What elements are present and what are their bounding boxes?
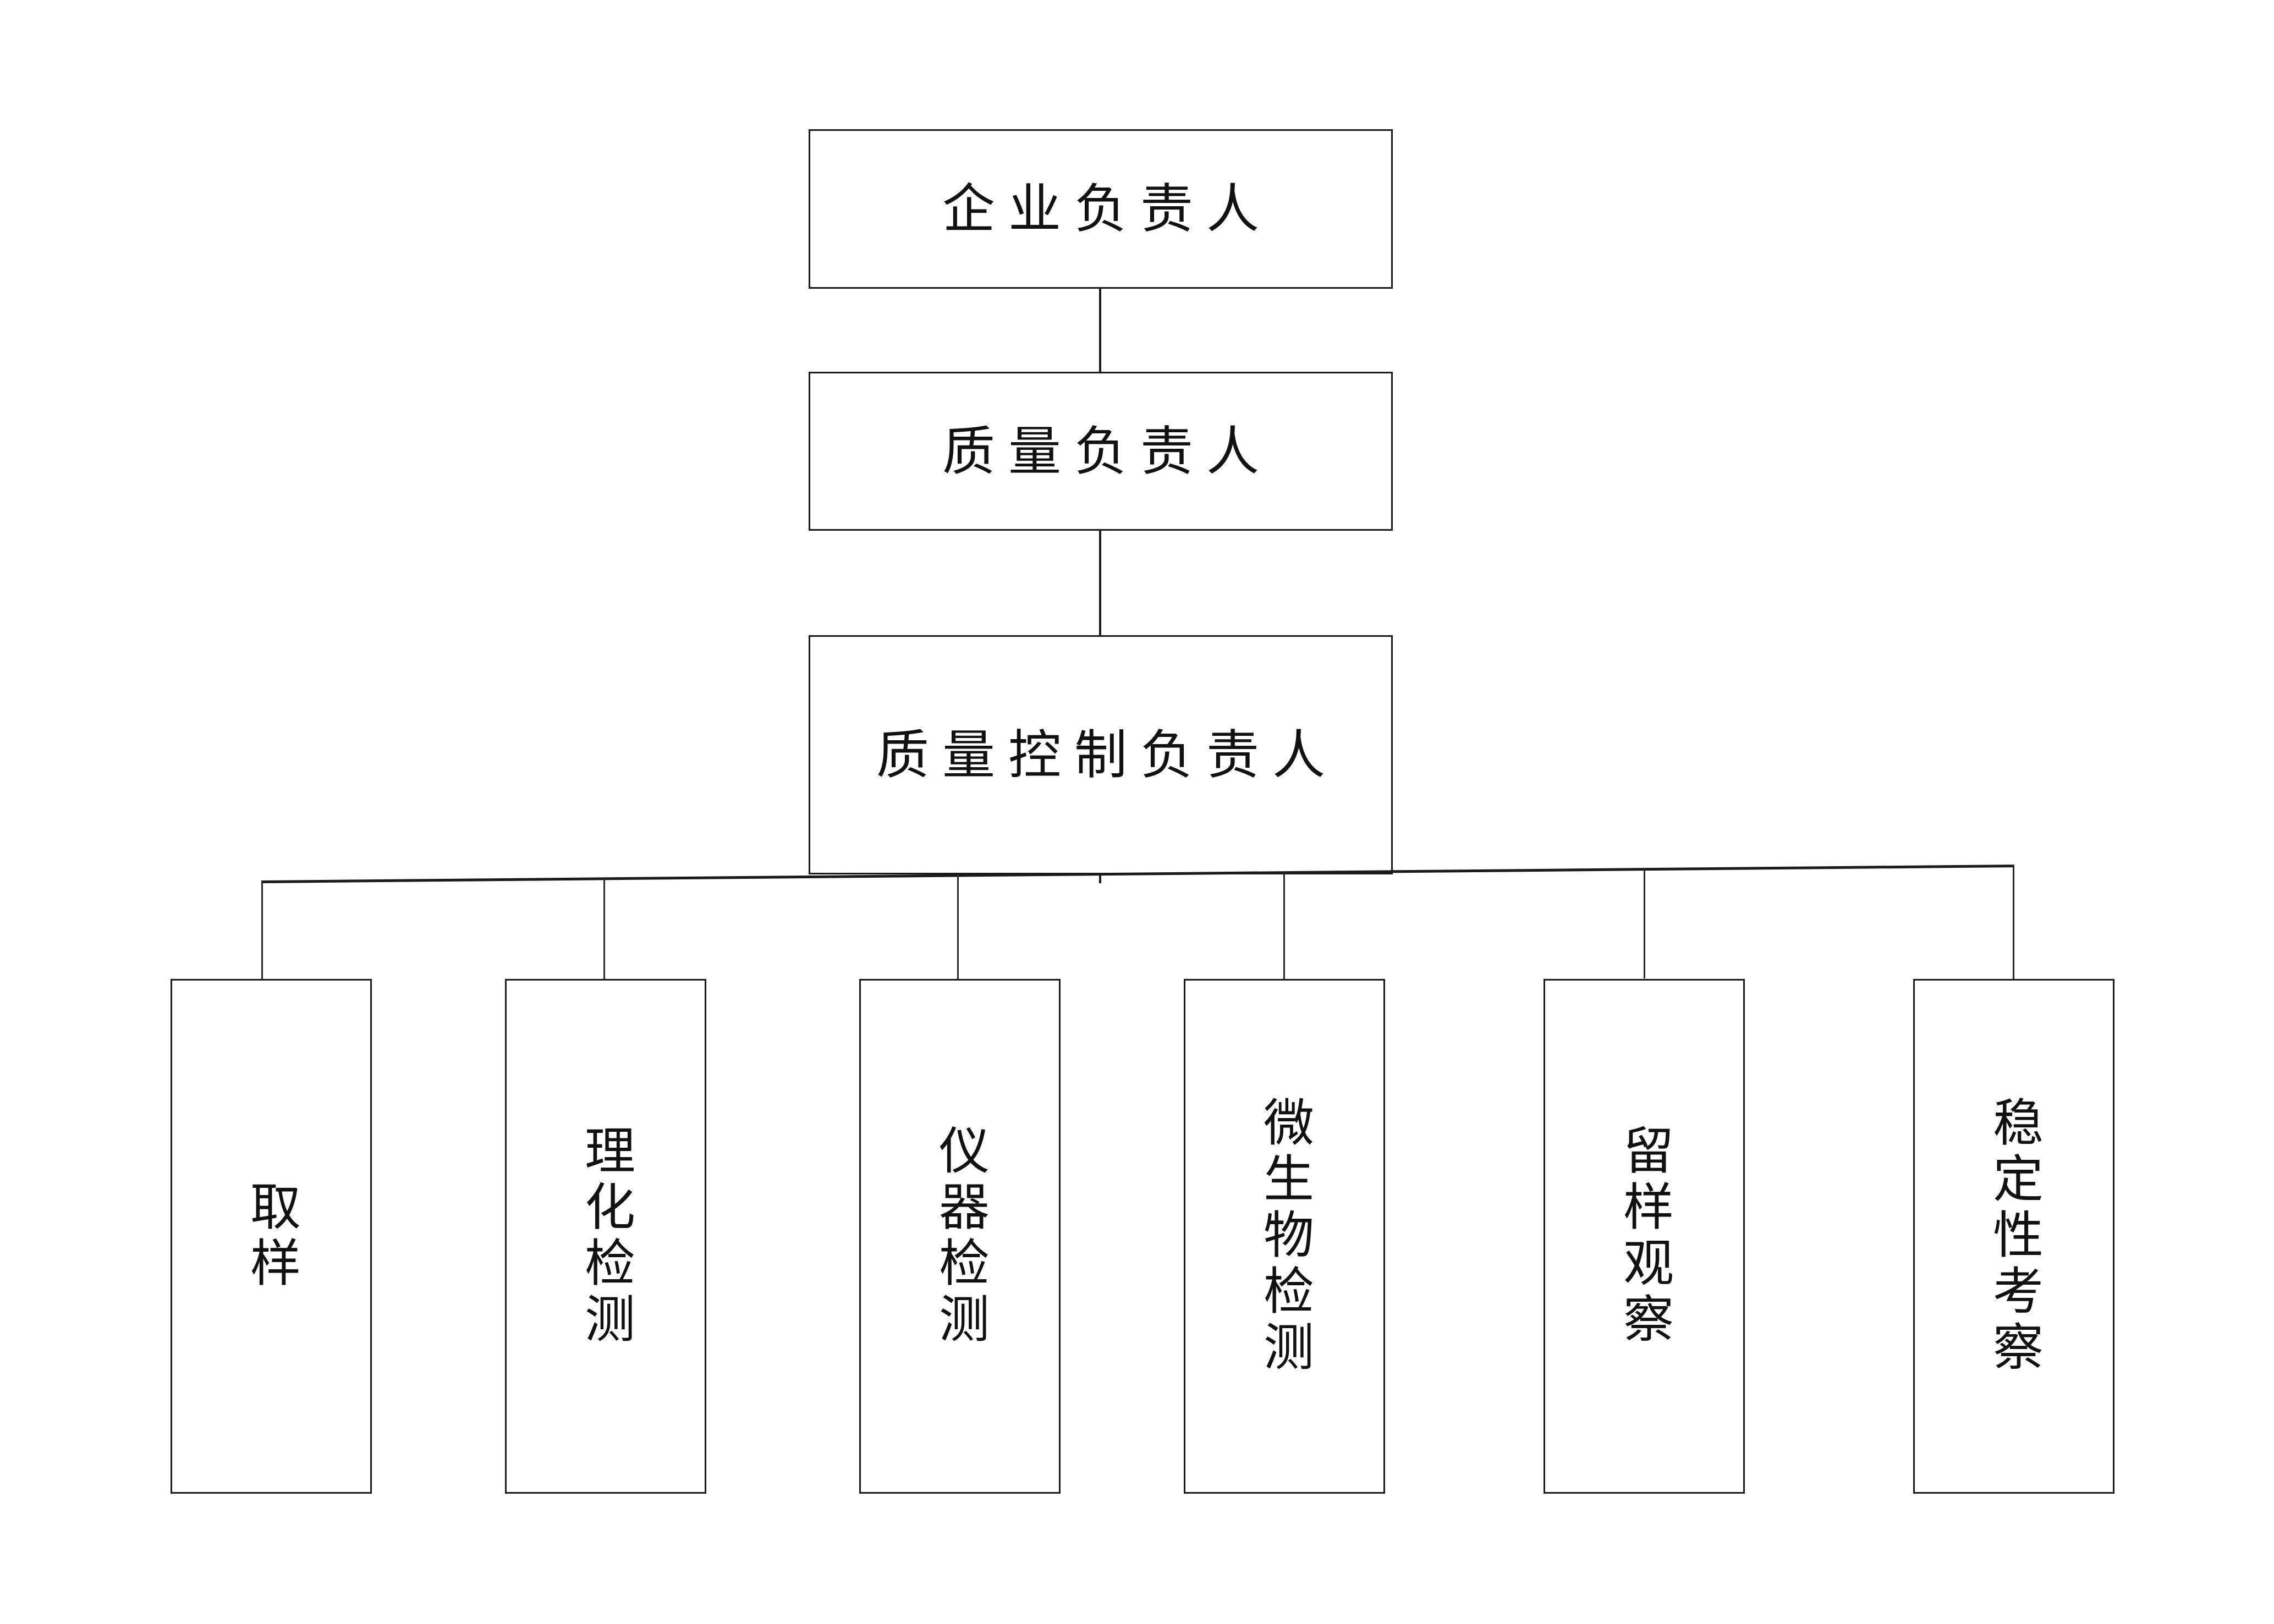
node-stability-study[interactable]: 稳定性考察: [1913, 979, 2114, 1494]
node-sampling[interactable]: 取样: [171, 979, 372, 1494]
node-label-microbiological-testing: 微生物检测: [1255, 1096, 1314, 1377]
drop-line-physicochemical-testing: [603, 878, 605, 980]
node-label-sampling: 取样: [241, 1180, 301, 1292]
drop-line-stability-study: [2013, 865, 2014, 979]
node-label-instrument-testing: 仪器检测: [930, 1124, 990, 1348]
drop-line-retained-sample-observation: [1644, 869, 1645, 978]
node-label-qc-manager: 质量控制负责人: [876, 724, 1338, 786]
connector-enterprise-to-quality: [1099, 288, 1101, 373]
node-instrument-testing[interactable]: 仪器检测: [859, 979, 1061, 1494]
node-microbiological-testing[interactable]: 微生物检测: [1184, 979, 1385, 1494]
node-qc-manager[interactable]: 质量控制负责人: [809, 635, 1393, 874]
node-enterprise-manager[interactable]: 企业负责人: [809, 129, 1393, 289]
node-retained-sample-observation[interactable]: 留样观察: [1544, 979, 1745, 1494]
drop-line-instrument-testing: [957, 874, 959, 979]
node-quality-manager[interactable]: 质量负责人: [809, 372, 1393, 531]
connector-qc-to-distribution-bar: [1099, 873, 1101, 883]
node-label-physicochemical-testing: 理化检测: [576, 1124, 635, 1348]
node-label-quality-manager: 质量负责人: [942, 420, 1272, 482]
drop-line-sampling: [261, 880, 263, 981]
node-label-stability-study: 稳定性考察: [1984, 1096, 2044, 1377]
node-label-enterprise-manager: 企业负责人: [942, 178, 1272, 240]
node-label-retained-sample-observation: 留样观察: [1614, 1124, 1674, 1348]
drop-line-microbiological-testing: [1283, 872, 1285, 979]
node-physicochemical-testing[interactable]: 理化检测: [505, 979, 706, 1494]
connector-quality-to-qc: [1099, 529, 1101, 636]
